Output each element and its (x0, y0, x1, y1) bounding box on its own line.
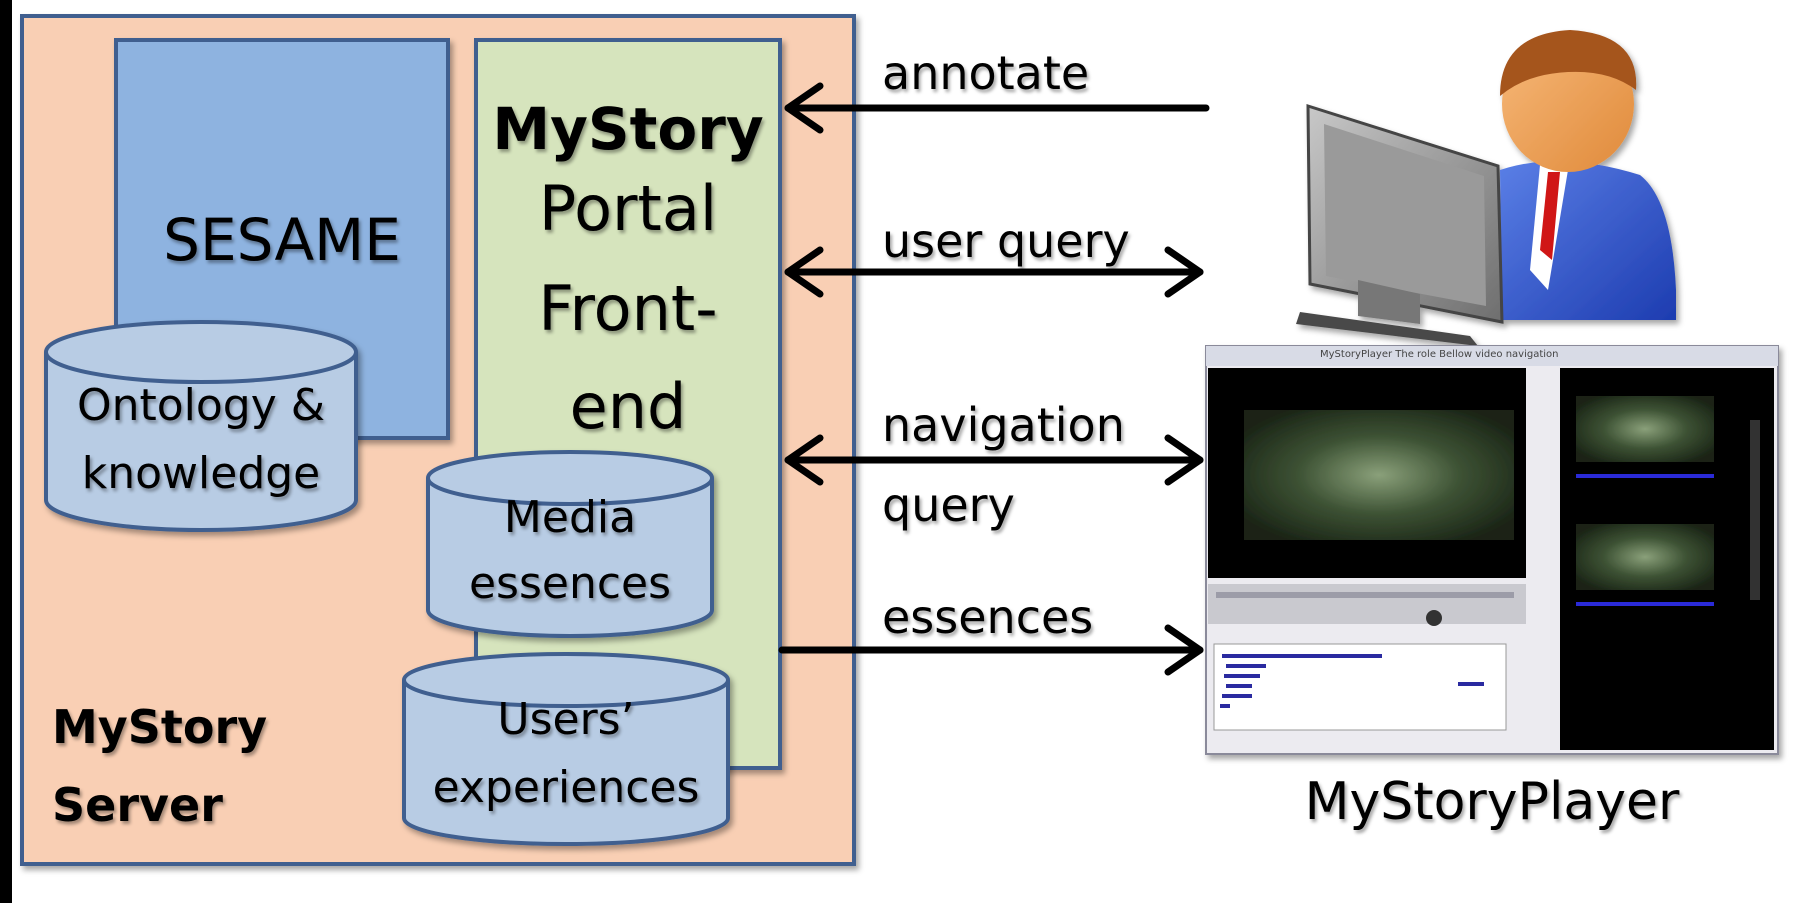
db-media-cylinder (426, 450, 714, 638)
arrow-user-query (784, 246, 1204, 298)
player-caption: MyStoryPlayer (1304, 772, 1680, 832)
db-users-line-1: Users’ (497, 694, 635, 745)
player-titlebar-text: MyStoryPlayer The role Bellow video navi… (1320, 349, 1559, 360)
server-title-line-2: Server (52, 778, 223, 832)
portal-line-2: Portal (538, 172, 718, 245)
portal-line-3: Front- (538, 272, 718, 345)
user-computer-icon (1296, 30, 1676, 346)
db-ontology-line-1: Ontology & (76, 380, 326, 431)
arrow-navigation-query (784, 434, 1204, 486)
server-title-line-1: MyStory (52, 700, 268, 754)
sesame-label: SESAME (163, 206, 401, 274)
db-media-line-1: Media (503, 492, 637, 543)
arrow-label-essences: essences (882, 590, 1094, 644)
arrow-essences (778, 624, 1204, 676)
db-ontology-line-2: knowledge (81, 448, 321, 499)
portal-box (474, 38, 782, 770)
db-users-line-2: experiences (432, 762, 700, 813)
arrow-annotate (784, 82, 1210, 134)
db-media-line-2: essences (468, 558, 672, 609)
arrow-label-annotate: annotate (882, 46, 1090, 100)
portal-line-4: end (569, 370, 687, 443)
db-ontology-cylinder (44, 320, 358, 532)
arrow-label-navigation: navigation (882, 398, 1125, 452)
portal-title: MyStory (492, 95, 764, 163)
arrow-label-query: query (882, 478, 1015, 532)
db-users-cylinder (402, 652, 730, 846)
arrow-label-user-query: user query (882, 214, 1130, 268)
player-screenshot (1205, 345, 1779, 755)
